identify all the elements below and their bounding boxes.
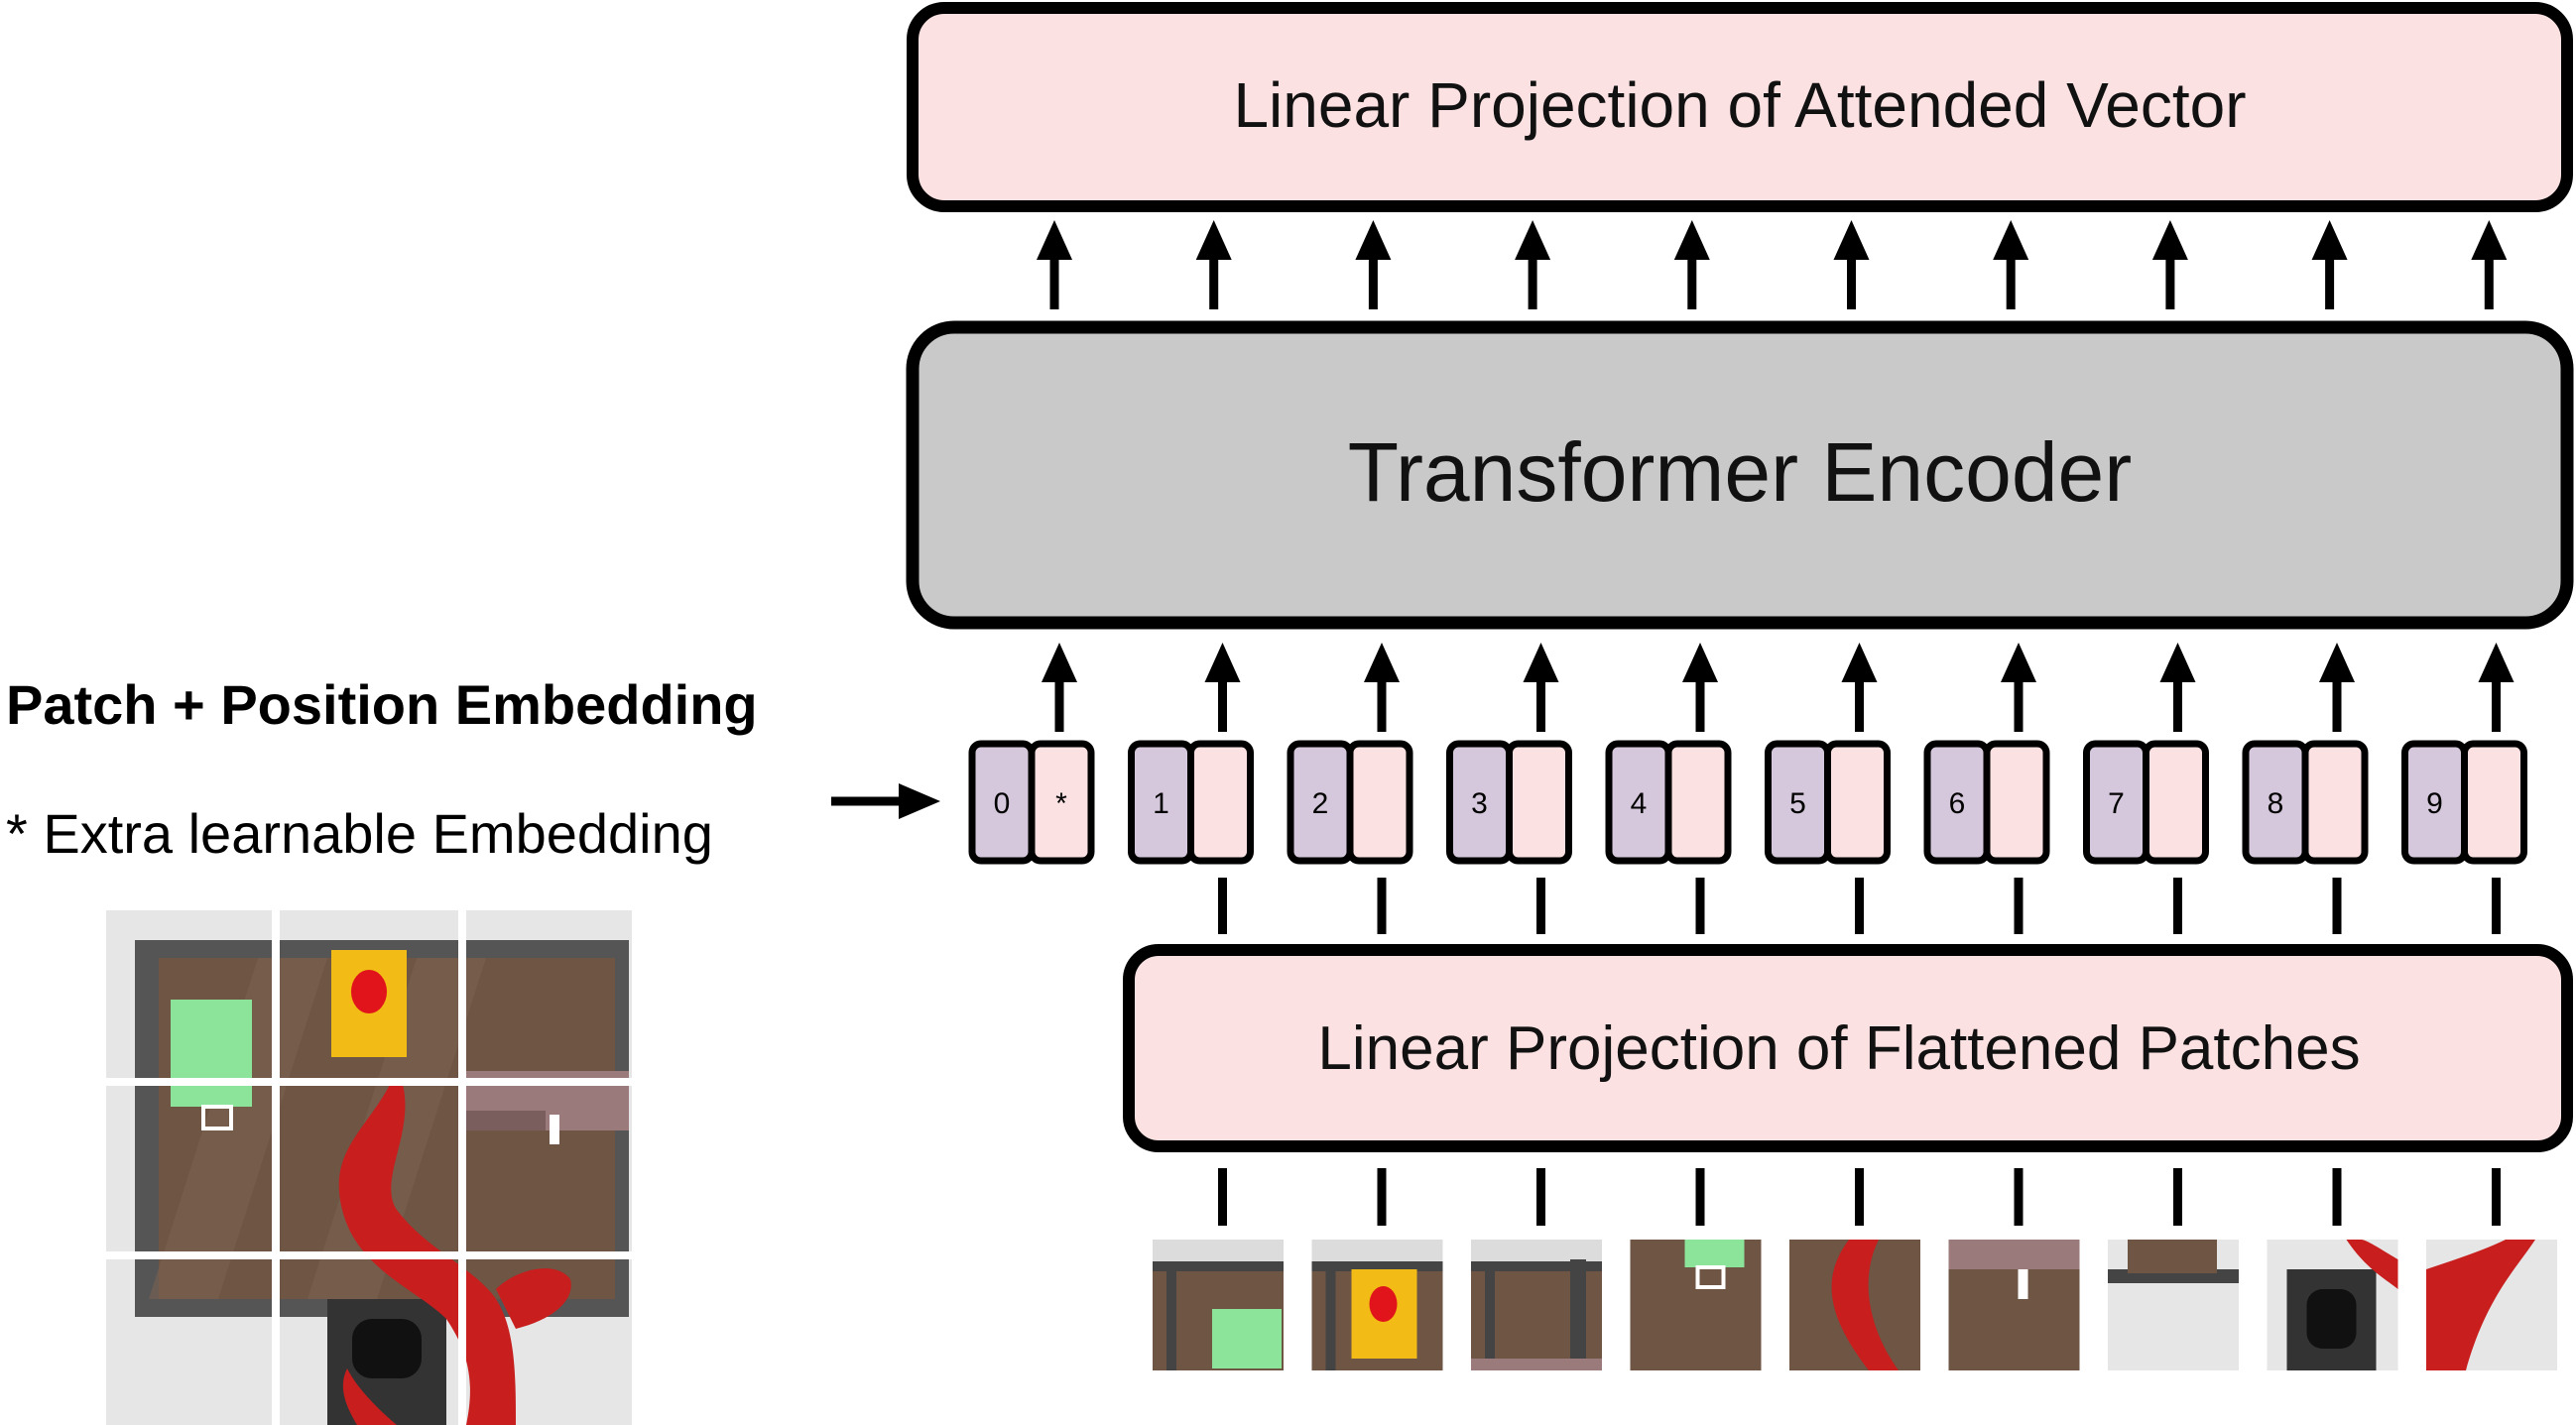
token-to-encoder-arrow: [2478, 643, 2515, 732]
image-patch: [1948, 1240, 2080, 1370]
image-patch: [2426, 1240, 2557, 1370]
patch-embedding-cell: [1028, 740, 1095, 865]
flattened-patches-projection-label: Linear Projection of Flattened Patches: [1317, 1014, 2360, 1083]
encoder-to-output-arrow: [1673, 220, 1710, 309]
position-number: 4: [1631, 787, 1648, 820]
patch-embedding-cell: [1187, 740, 1254, 865]
encoder-to-output-arrow: [2151, 220, 2188, 309]
token-input-arrows: [1042, 643, 2515, 732]
image-patch: [1311, 1240, 1443, 1370]
token-to-encoder-arrow: [2319, 643, 2355, 732]
image-patch: [1630, 1240, 1762, 1370]
embedding-token: 0*: [968, 740, 1095, 865]
embedding-token: 2: [1287, 740, 1413, 865]
input-scene-image: [106, 910, 632, 1425]
patch-embedding-cell: [1664, 740, 1732, 865]
encoder-to-output-arrow: [1993, 220, 2029, 309]
token-to-encoder-arrow: [1682, 643, 1718, 732]
embedding-token: 6: [1923, 740, 2050, 865]
embedding-token: 1: [1128, 740, 1254, 865]
encoder-to-output-arrow: [1355, 220, 1392, 309]
embedding-token: 8: [2242, 740, 2369, 865]
patch-embedding-cell: [1346, 740, 1413, 865]
token-to-encoder-arrow: [1204, 643, 1241, 732]
encoder-to-output-arrow: [1833, 220, 1870, 309]
flattened-patch-strip: [1153, 1240, 2557, 1370]
position-number: 0: [994, 787, 1011, 820]
token-to-encoder-arrow: [1042, 643, 1077, 732]
position-number: 5: [1789, 787, 1806, 820]
token-to-encoder-arrow: [1364, 643, 1400, 732]
position-number: 3: [1471, 787, 1488, 820]
patch-embedding-cell: [2301, 740, 2369, 865]
embedding-pointer-arrow: [831, 783, 940, 819]
image-patch: [1471, 1240, 1602, 1370]
transformer-encoder-box: Transformer Encoder: [906, 320, 2574, 630]
encoder-to-output-arrow: [2471, 220, 2508, 309]
patch-embedding-cell: [2143, 740, 2209, 865]
flattened-patches-projection-box: Linear Projection of Flattened Patches: [1123, 944, 2573, 1152]
token-to-encoder-arrow: [2159, 643, 2196, 732]
embedding-token: 9: [2401, 740, 2527, 865]
position-number: 9: [2426, 787, 2443, 820]
extra-embedding-marker: *: [1055, 787, 1067, 820]
embedding-token: 7: [2083, 740, 2209, 865]
patch-embedding-cell: [1824, 740, 1891, 865]
token-to-encoder-arrow: [2001, 643, 2036, 732]
token-to-encoder-arrow: [1841, 643, 1878, 732]
position-number: 7: [2108, 787, 2125, 820]
attended-vector-projection-label: Linear Projection of Attended Vector: [1233, 69, 2246, 141]
image-patch: [2108, 1240, 2239, 1370]
position-number: 2: [1312, 787, 1329, 820]
projection-connector-lines: [1218, 878, 2501, 1226]
green-block: [171, 1000, 252, 1107]
image-patch: [1153, 1240, 1284, 1370]
transformer-encoder-label: Transformer Encoder: [1348, 425, 2133, 519]
patch-embedding-cell: [1506, 740, 1572, 865]
encoder-to-output-arrow: [2311, 220, 2348, 309]
embedding-token: 3: [1446, 740, 1572, 865]
encoder-output-arrows: [1037, 220, 2508, 309]
embedding-token: 4: [1605, 740, 1732, 865]
position-number: 8: [2268, 787, 2284, 820]
token-to-encoder-arrow: [1523, 643, 1559, 732]
embedding-token: 5: [1765, 740, 1891, 865]
position-number: 6: [1949, 787, 1966, 820]
encoder-to-output-arrow: [1515, 220, 1551, 309]
image-patch: [1789, 1240, 1920, 1370]
patch-position-embedding-heading: Patch + Position Embedding: [6, 673, 758, 736]
encoder-to-output-arrow: [1195, 220, 1232, 309]
image-patch: [2267, 1240, 2398, 1370]
attended-vector-projection-box: Linear Projection of Attended Vector: [907, 2, 2573, 212]
patch-embedding-cell: [1983, 740, 2050, 865]
encoder-to-output-arrow: [1037, 220, 1072, 309]
extra-learnable-embedding-note: * Extra learnable Embedding: [6, 802, 713, 865]
position-number: 1: [1153, 787, 1169, 820]
patch-embedding-cell: [2461, 740, 2527, 865]
